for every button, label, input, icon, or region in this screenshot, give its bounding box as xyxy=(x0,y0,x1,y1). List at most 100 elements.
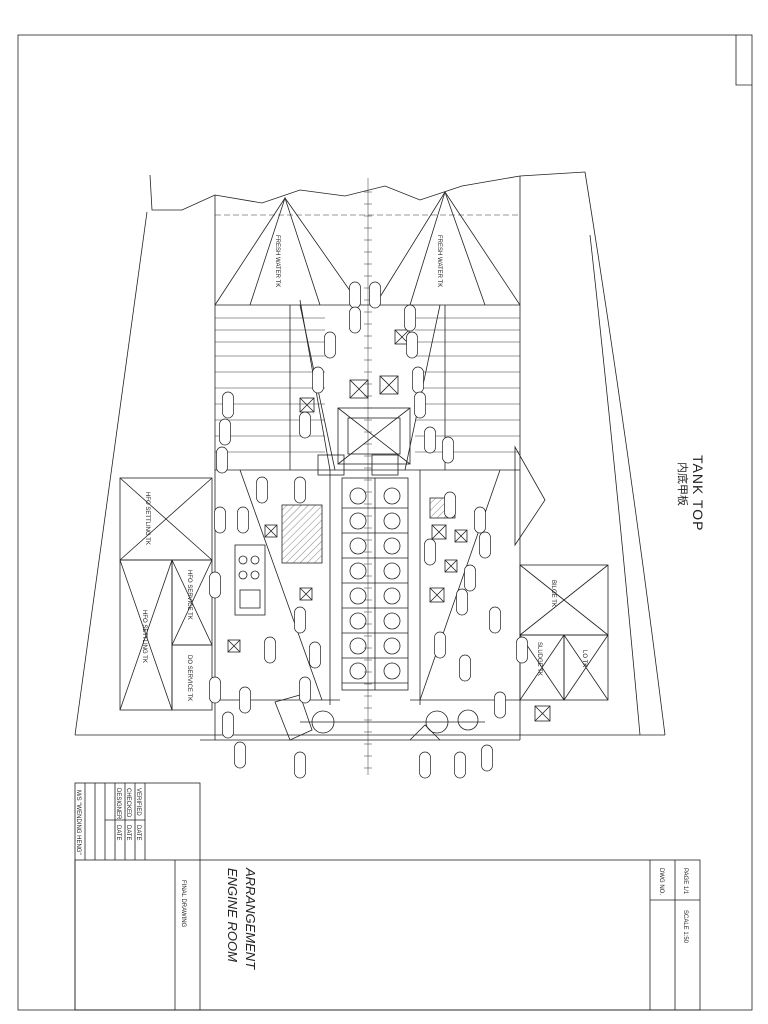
cylinder xyxy=(383,587,401,605)
flange xyxy=(425,710,449,734)
cylinder xyxy=(349,487,367,505)
machinery-unit xyxy=(431,524,447,540)
equipment-tag xyxy=(209,676,221,704)
equipment-tags xyxy=(209,281,528,779)
equipment-tag xyxy=(222,391,234,419)
view-title-chinese: 内底甲板 xyxy=(676,462,690,506)
date-label: DATE xyxy=(135,825,141,841)
machinery-unit xyxy=(227,639,241,653)
cylinder xyxy=(349,637,367,655)
equipment-tag xyxy=(312,366,324,394)
turbocharger xyxy=(317,454,345,476)
verifier-label: VERIFIED xyxy=(135,788,141,816)
machinery-unit xyxy=(429,587,445,603)
equipment-tag xyxy=(222,711,234,739)
equipment-tag xyxy=(474,506,486,534)
machinery-unit xyxy=(264,524,278,538)
cylinder xyxy=(349,662,367,680)
title-block-text: M/S "WENDING HENG" DESIGNER CHECKED VERI… xyxy=(75,788,688,970)
equipment-tag xyxy=(479,531,491,559)
frame-border xyxy=(17,34,753,1011)
equipment-tag xyxy=(489,606,501,634)
equipment-tag xyxy=(404,304,416,332)
equipment-tag xyxy=(309,641,321,669)
equipment-tag xyxy=(294,476,306,504)
page-number: PAGE 1/1 xyxy=(682,868,688,895)
machinery-unit xyxy=(379,375,399,395)
shaft-line xyxy=(274,694,485,741)
date-label: DATE xyxy=(125,825,131,841)
equipment-tag xyxy=(256,476,268,504)
checker-label: CHECKED xyxy=(125,788,131,818)
machinery-unit-cross xyxy=(227,639,241,653)
drawing-title-line-1: ENGINE ROOM xyxy=(225,868,240,962)
frame-corner-box xyxy=(735,35,752,86)
engine-top-box xyxy=(337,407,411,465)
machinery-unit xyxy=(444,559,458,573)
cylinder xyxy=(383,662,401,680)
cylinder xyxy=(383,512,401,530)
drawing-title-line-2: ARRANGEMENT xyxy=(243,867,258,970)
machinery-unit-cross xyxy=(534,705,551,722)
drawing-frame xyxy=(17,34,753,1011)
fresh-water-tank-stbd xyxy=(374,190,521,306)
hull-side-port xyxy=(74,211,148,736)
drawing-status: FINAL DRAWING xyxy=(180,880,186,928)
generated-details xyxy=(209,191,551,779)
fresh-water-tank-port-label: FRESH WATER TK xyxy=(274,235,280,287)
tank-labels: FRESH WATER TK FRESH WATER TK HFO SETTLI… xyxy=(141,235,587,701)
equipment-tag xyxy=(444,491,456,519)
equipment-tag xyxy=(209,571,221,599)
control-console xyxy=(234,544,266,616)
engine-cylinders xyxy=(342,487,408,684)
cylinder xyxy=(383,637,401,655)
equipment-tag xyxy=(424,538,436,566)
equipment-tag xyxy=(264,636,276,664)
cylinder xyxy=(349,587,367,605)
tanks-stbd xyxy=(514,445,609,701)
vessel-name: M/S "WENDING HENG" xyxy=(75,790,81,855)
fresh-water-tank-stbd-label: FRESH WATER TK xyxy=(436,235,442,287)
view-title: TANK TOP xyxy=(690,455,706,531)
equipment-tag xyxy=(237,506,249,534)
equipment-tag xyxy=(219,418,231,446)
machinery-unit-cross xyxy=(444,559,458,573)
equipment-tag xyxy=(456,588,468,616)
cylinder xyxy=(349,562,367,580)
machinery-units xyxy=(227,329,551,722)
hfo-settling-tank-label: HFO SETTLING TK xyxy=(144,492,150,545)
machinery-unit xyxy=(299,587,313,601)
equipment-tag xyxy=(434,631,446,659)
hull-inner-line xyxy=(589,234,641,736)
equipment-tag xyxy=(299,676,311,704)
equipment-tag xyxy=(349,306,361,334)
equipment-tag xyxy=(516,636,528,664)
date-label: DATE xyxy=(115,825,121,841)
sludge-tank-label: SLUDGE TK xyxy=(536,642,542,676)
machinery-unit xyxy=(454,529,468,543)
drawing-number-label: DWG NO. xyxy=(658,868,664,895)
bilge-tank-label: BILGE TK xyxy=(550,580,556,607)
machinery-unit-cross xyxy=(379,375,399,395)
suction-pipe xyxy=(274,694,313,741)
equipment-tag xyxy=(216,446,228,474)
equipment-tag xyxy=(442,436,454,464)
hfo-service-tank-label: HFO SERVICE TK xyxy=(186,570,192,620)
equipment-tag xyxy=(234,741,246,769)
machinery-unit-cross xyxy=(299,397,315,413)
equipment-tag xyxy=(414,391,426,419)
flange xyxy=(457,709,479,731)
hull-outline xyxy=(74,171,666,736)
title-block xyxy=(74,782,701,1011)
designer-label: DESIGNER xyxy=(115,788,121,820)
equipment-tag xyxy=(459,654,471,682)
equipment-tag xyxy=(424,426,436,454)
equipment-tag xyxy=(324,331,336,359)
equipment-tag xyxy=(369,281,381,309)
equipment-tag xyxy=(294,606,306,634)
cylinder xyxy=(383,537,401,555)
cylinder xyxy=(349,512,367,530)
machinery-unit-cross xyxy=(299,587,313,601)
equipment-tag xyxy=(406,331,418,359)
